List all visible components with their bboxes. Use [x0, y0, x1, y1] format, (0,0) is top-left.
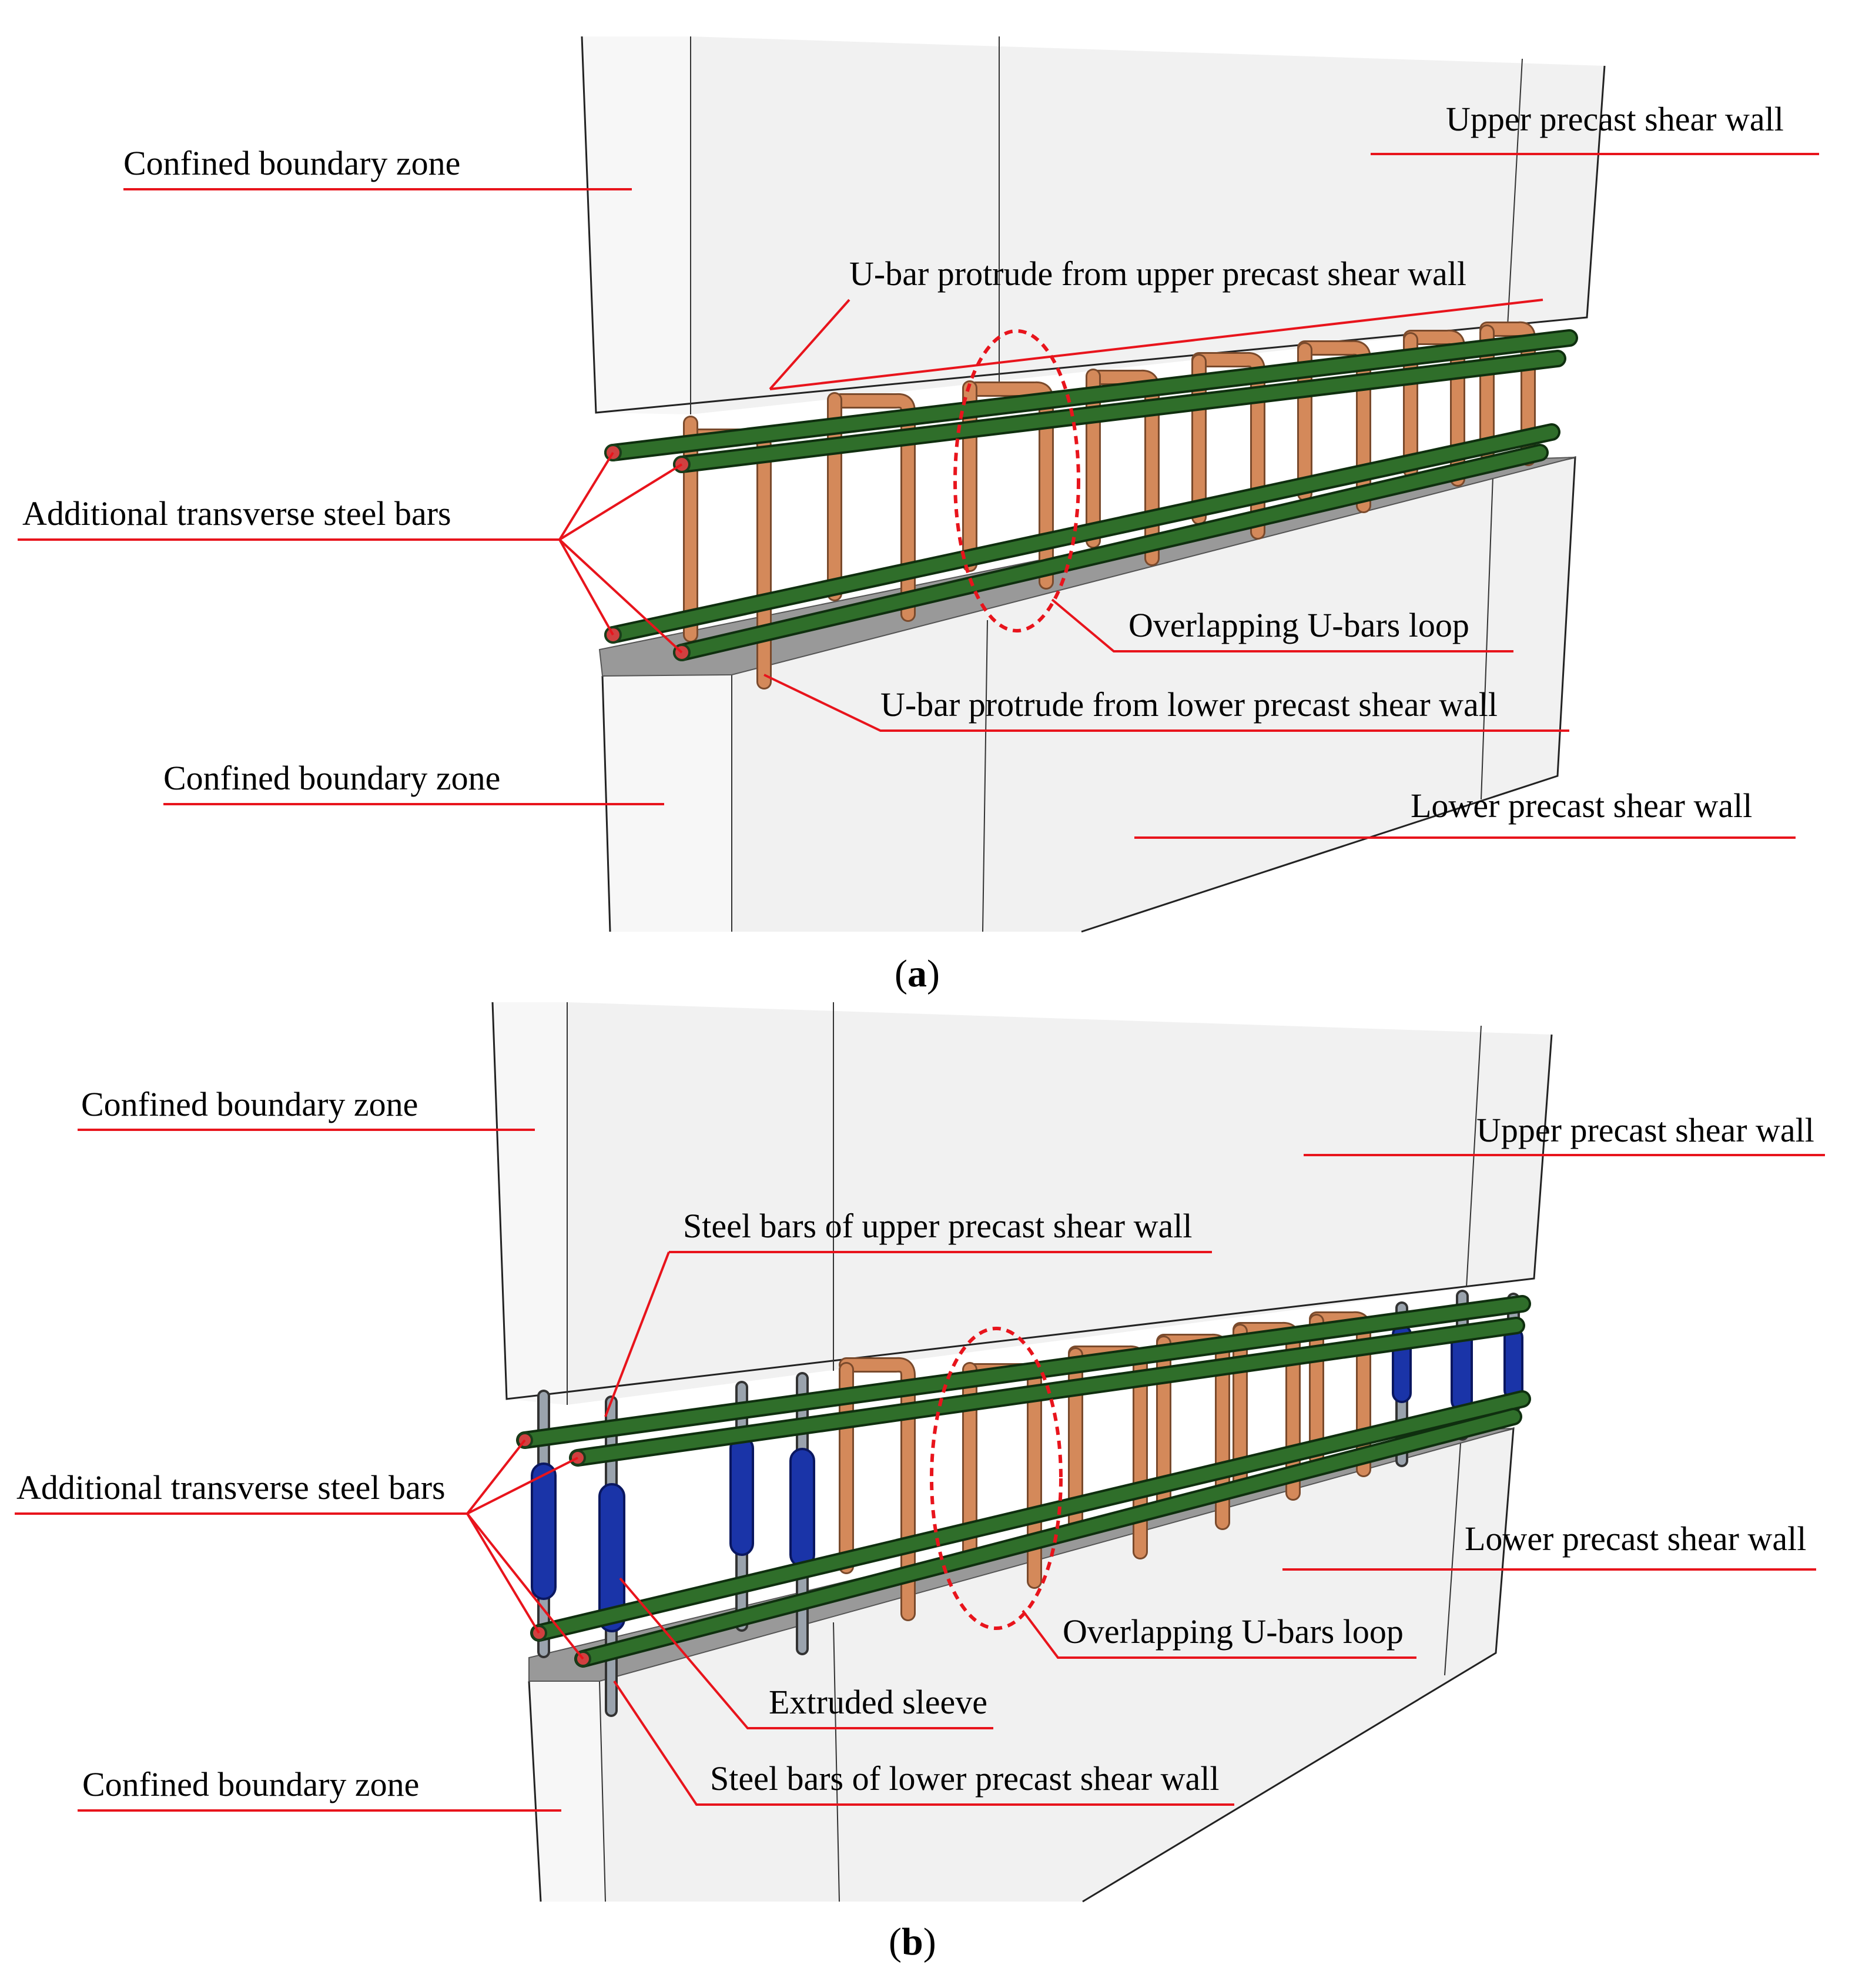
label-sleeve-b: Extruded sleeve: [769, 1683, 987, 1721]
leaders-b: [15, 1129, 1825, 1812]
transverse-bars-b: [516, 1295, 1531, 1668]
label-steel-upper-b: Steel bars of upper precast shear wall: [683, 1207, 1192, 1245]
lower-precast-wall-b: [528, 1427, 1515, 1903]
overlap-ellipse-b: [930, 1327, 1063, 1630]
label-confined-upper-a: Confined boundary zone: [123, 144, 460, 182]
label-steel-lower-b: Steel bars of lower precast shear wall: [710, 1759, 1219, 1798]
caption-a: (a): [895, 952, 940, 995]
label-confined-lower-a: Confined boundary zone: [163, 759, 500, 797]
transverse-bars-a: [604, 329, 1578, 661]
label-upper-wall-a: Upper precast shear wall: [1446, 100, 1784, 138]
panel-b: Confined boundary zone Upper precast she…: [15, 1002, 1825, 1963]
panel-a: Confined boundary zone Upper precast she…: [18, 36, 1819, 995]
label-lower-wall-b: Lower precast shear wall: [1465, 1520, 1806, 1558]
label-upper-wall-b: Upper precast shear wall: [1476, 1111, 1814, 1149]
label-lower-wall-a: Lower precast shear wall: [1411, 787, 1752, 825]
upper-precast-wall-b: [491, 1002, 1553, 1405]
label-ubar-upper-a: U-bar protrude from upper precast shear …: [849, 255, 1466, 293]
overlap-ellipse-a: [953, 329, 1080, 632]
label-overlap-a: Overlapping U-bars loop: [1128, 606, 1469, 644]
label-confined-lower-b: Confined boundary zone: [82, 1765, 419, 1803]
label-ubar-lower-a: U-bar protrude from lower precast shear …: [880, 685, 1498, 724]
label-transverse-b: Additional transverse steel bars: [16, 1468, 446, 1507]
leaders-a: [18, 153, 1819, 839]
caption-b: (b): [889, 1920, 936, 1963]
label-transverse-a: Additional transverse steel bars: [22, 494, 451, 533]
label-confined-upper-b: Confined boundary zone: [81, 1085, 418, 1123]
label-overlap-b: Overlapping U-bars loop: [1063, 1612, 1404, 1651]
